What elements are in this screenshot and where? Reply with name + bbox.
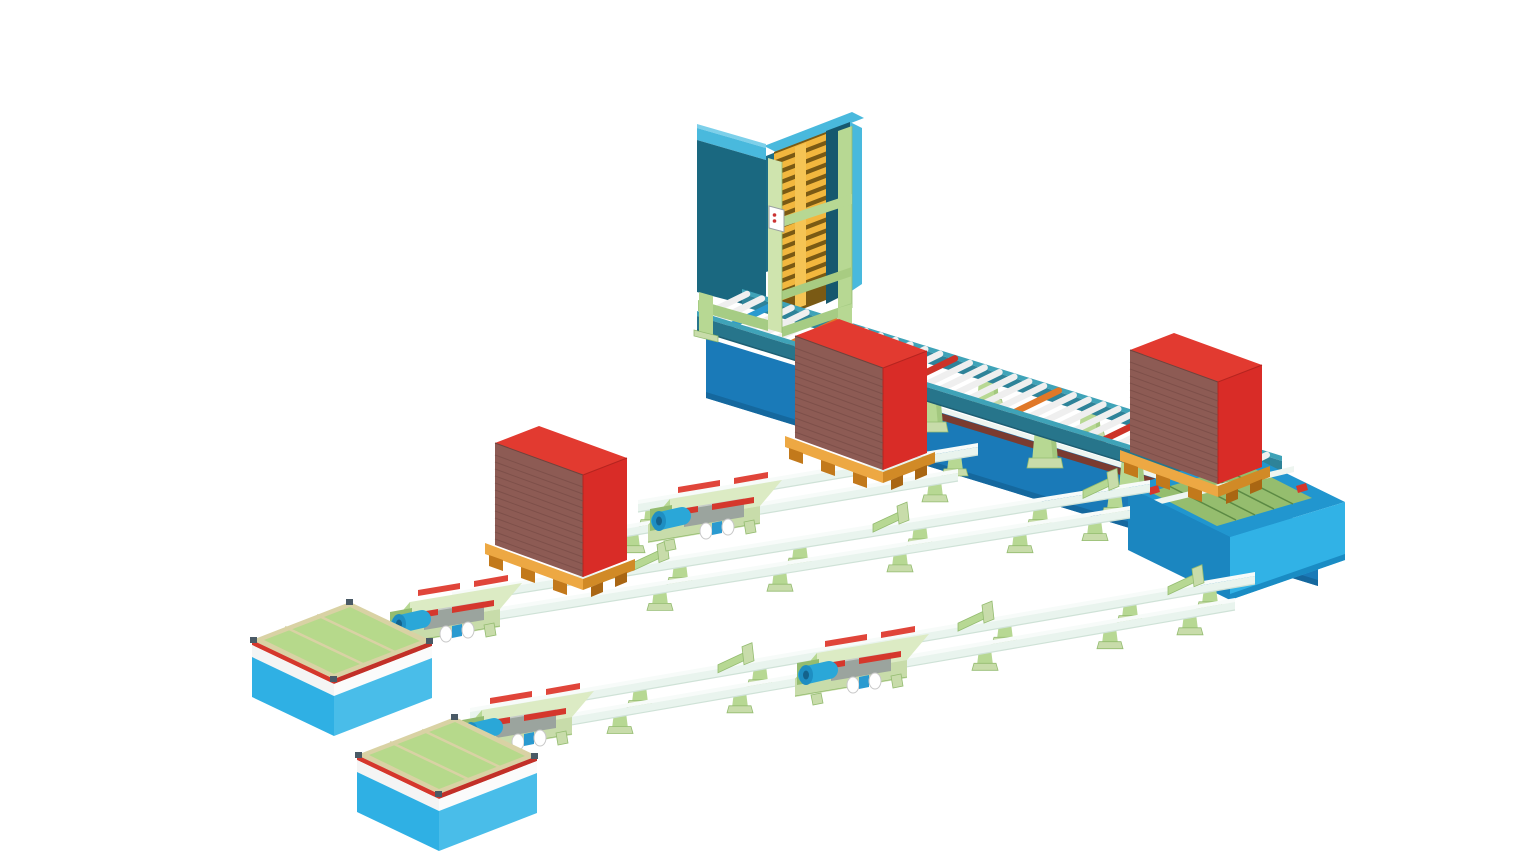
load-layer-line	[494, 454, 584, 488]
pallet-dispenser	[697, 112, 864, 320]
control-box-button	[772, 213, 777, 217]
load-layer-line	[1129, 396, 1219, 430]
conveyor-roller	[995, 382, 1048, 412]
load-layer-line	[1129, 382, 1219, 416]
track-rail-top	[470, 572, 1255, 712]
load-layer-line	[1129, 361, 1219, 395]
dispenser-left-leg	[699, 292, 713, 336]
pallet-load-left	[484, 425, 636, 598]
pallet-load-right	[1119, 332, 1271, 505]
load-layer-line	[494, 517, 584, 551]
load-layer-line	[1129, 410, 1219, 444]
pallet-loads	[484, 318, 1271, 598]
load-layer-line	[794, 382, 884, 416]
conveyor-roller	[1025, 391, 1077, 421]
station-red-stop	[1148, 485, 1160, 495]
dispenser-left-post	[768, 158, 782, 333]
load-layer-line	[794, 431, 884, 465]
track-outrigger	[957, 600, 995, 632]
drive-units	[388, 472, 929, 762]
track-rail-top	[432, 506, 1130, 622]
load-layer-line	[494, 461, 584, 495]
load-layer-line	[494, 538, 584, 572]
track-rail-edge	[431, 517, 1131, 631]
load-layer-line	[494, 496, 584, 530]
load-layer-line	[794, 396, 884, 430]
load-layer-line	[1129, 389, 1219, 423]
load-layer-line	[794, 389, 884, 423]
track-outrigger	[717, 642, 755, 674]
track-rail	[432, 510, 1130, 630]
load-layer-line	[1129, 438, 1219, 472]
track-outrigger	[632, 540, 670, 572]
load-layer-line	[794, 354, 884, 388]
load-layer-line	[1129, 417, 1219, 451]
load-cube	[484, 425, 636, 598]
conveyor-roller	[1084, 410, 1137, 439]
load-layer-line	[494, 468, 584, 502]
dispenser-low-brace	[776, 267, 852, 302]
load-layer-line	[1129, 445, 1219, 479]
control-box-button	[772, 219, 777, 223]
track-outrigger	[1167, 564, 1205, 596]
conveyor-roller	[980, 378, 1033, 407]
load-layer-line	[794, 410, 884, 444]
load-layer-line	[494, 531, 584, 565]
station-red-stop	[1296, 483, 1308, 493]
dispenser-control-box	[768, 205, 785, 233]
dispenser-top-edge	[697, 124, 766, 148]
station-front-shade	[1230, 554, 1345, 600]
load-layer-line	[494, 489, 584, 523]
station-front-face	[1230, 502, 1345, 600]
load-layer-line	[1129, 403, 1219, 437]
track-outrigger	[1082, 467, 1120, 500]
load-layer-line	[794, 347, 884, 381]
dispenser-top-flange-back	[764, 112, 864, 152]
load-layer-line	[494, 524, 584, 558]
conveyor-roller	[951, 368, 1003, 398]
dispenser-left-foot	[693, 329, 719, 343]
load-layer-line	[794, 361, 884, 395]
dispenser-base-bar-left	[698, 300, 768, 331]
load-layer-line	[794, 424, 884, 458]
load-layer-line	[794, 403, 884, 437]
load-layer-line	[1129, 375, 1219, 409]
dispenser-top-flange-left	[697, 128, 766, 160]
conveyor-roller	[936, 364, 988, 393]
load-layer-line	[1129, 424, 1219, 458]
dispenser-right-post	[838, 126, 852, 313]
load-layer-line	[494, 475, 584, 509]
conveyor-roller	[1040, 396, 1092, 426]
conveyor-roller	[1070, 405, 1122, 435]
conveyor-roller	[966, 373, 1018, 403]
dispenser-left-wall	[697, 140, 766, 310]
conveyor-roller	[921, 359, 973, 389]
outrigger-foot	[741, 642, 755, 666]
load-layer-line	[494, 503, 584, 537]
load-layer-line	[494, 482, 584, 516]
dispenser-base-bar-right	[782, 303, 852, 337]
track-rail-edge	[451, 491, 1151, 605]
track-outrigger	[872, 501, 910, 533]
outrigger-foot	[896, 501, 910, 525]
conveyor-roller	[1055, 401, 1107, 430]
conveyor-roller	[758, 309, 810, 338]
pallet-stack-stringer	[795, 143, 806, 309]
outrigger-foot	[981, 600, 995, 624]
load-layer-line	[794, 368, 884, 402]
load-layer-line	[494, 510, 584, 544]
outrigger-foot	[1191, 564, 1205, 588]
load-layer-line	[1129, 368, 1219, 402]
dispenser-mid-brace	[776, 194, 852, 229]
conveyor-roller	[1010, 387, 1063, 416]
outrigger-foot	[1106, 467, 1120, 491]
pallet-load-middle	[784, 318, 936, 491]
dispenser-right-wall-outer	[850, 122, 862, 292]
load-layer-line	[1129, 431, 1219, 465]
station-left-face	[1128, 487, 1230, 600]
load-layer-line	[794, 417, 884, 451]
load-layer-line	[794, 375, 884, 409]
